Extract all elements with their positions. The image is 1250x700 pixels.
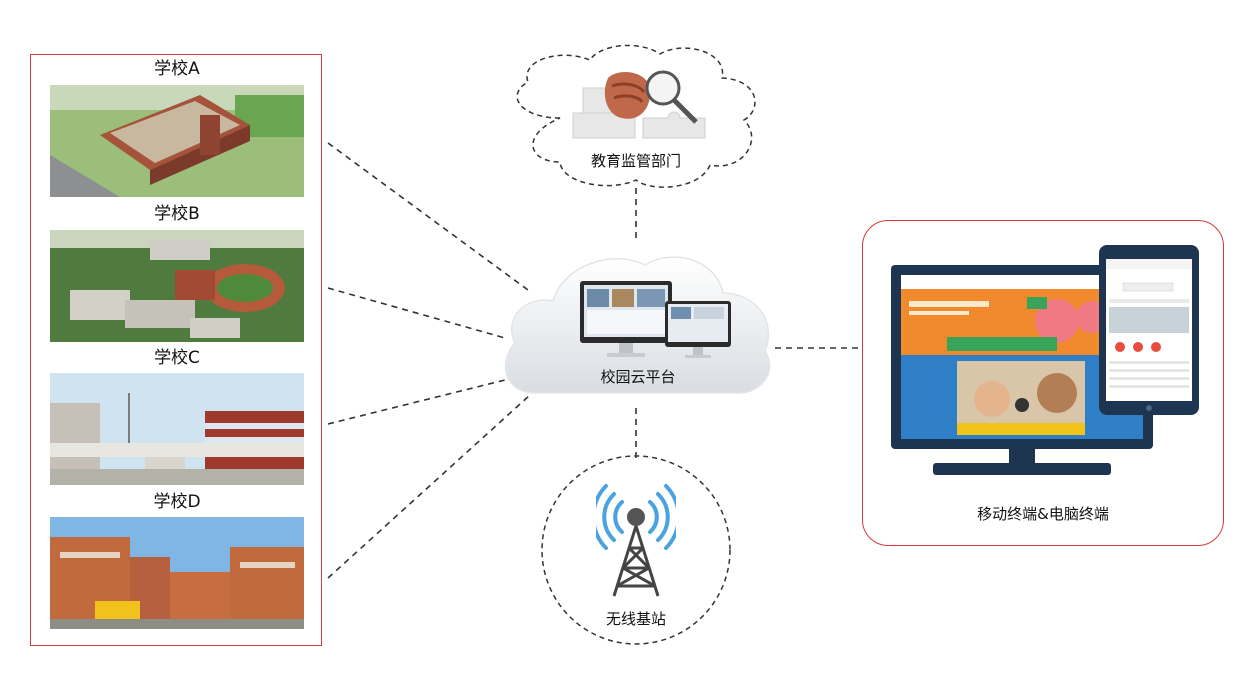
school-b-image [50,230,304,342]
school-d-image [50,517,304,629]
connector-school-b [327,287,506,339]
monitor-phone-icon [887,241,1203,497]
supervision-icon [568,58,714,150]
connector-school-a [327,142,529,291]
station-circle-outline [541,455,731,645]
connector-school-d [327,394,531,579]
terminal-panel: 移动终端&电脑终端 [862,220,1224,546]
school-d-label: 学校D [153,492,201,512]
cloud-platform-icon [495,243,777,403]
school-b-label: 学校B [154,204,200,224]
antenna-tower-icon [591,480,681,598]
school-c-image [50,373,304,485]
supervision-label: 教育监管部门 [590,152,681,170]
school-a-image [50,85,304,197]
school-a-label: 学校A [154,59,200,79]
school-panel: 学校A 学校B 学校C [30,54,322,646]
supervision-cloud-outline [516,44,756,188]
terminals-label: 移动终端&电脑终端 [977,505,1109,523]
school-c-label: 学校C [154,348,200,368]
cloud-platform-label: 校园云平台 [600,368,676,386]
base-station-label: 无线基站 [605,610,666,628]
connector-school-c [327,379,506,425]
